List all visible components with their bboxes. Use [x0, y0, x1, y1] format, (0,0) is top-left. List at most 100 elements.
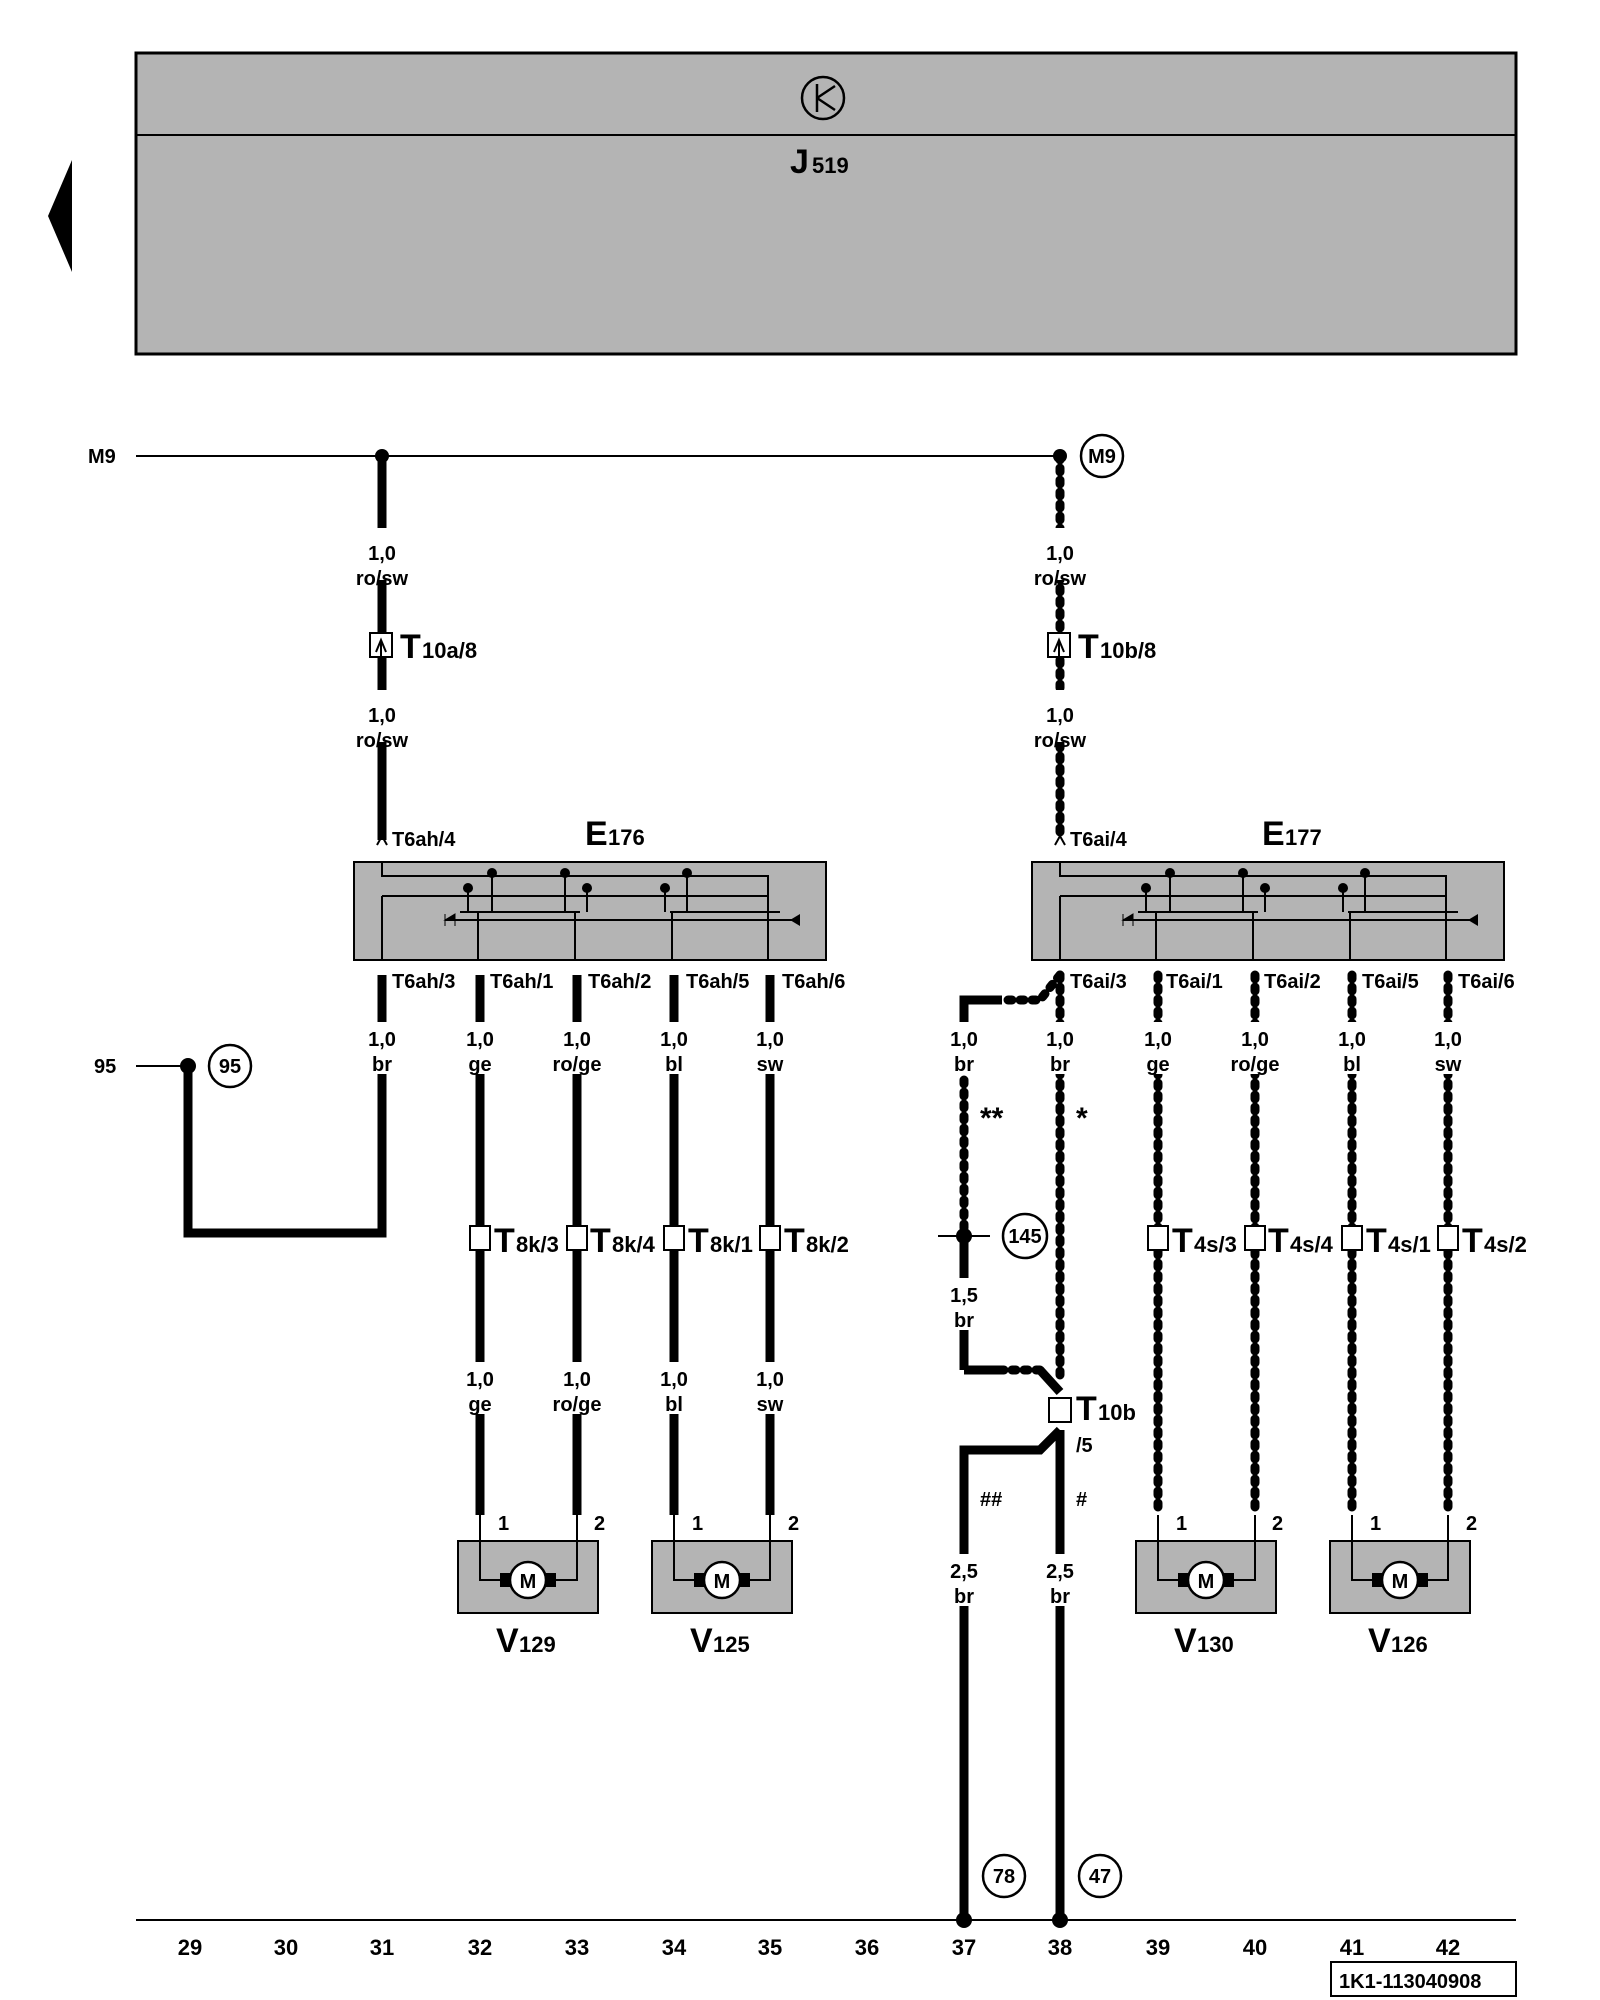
doc-id: 1K1-113040908	[1339, 1971, 1481, 1993]
connector-icon	[1341, 1225, 1363, 1251]
connector-sub: 4s/1	[1388, 1232, 1431, 1257]
wire-size: 1,0	[1434, 1029, 1462, 1051]
right-wire-labels: 1,0 ge 1,0 ro/ge 1,0 bl 1,0 sw	[1138, 1022, 1468, 1076]
connector-main: T	[688, 1222, 709, 1260]
connector-sub: 8k/4	[612, 1232, 656, 1257]
motor-pin: 2	[1466, 1513, 1477, 1535]
switch-box-e176	[353, 861, 827, 961]
right-supply-top-color: ro/sw	[1034, 568, 1087, 590]
connector-main: T	[1172, 1222, 1193, 1260]
motor-name: V	[496, 1622, 519, 1660]
motor-v129: M 1 2 V 129	[457, 1513, 605, 1660]
t10b-pin: /5	[1076, 1435, 1093, 1457]
motor-icon	[508, 1560, 548, 1600]
wire-color: br	[1050, 1586, 1070, 1608]
connector-icon	[1048, 1397, 1072, 1423]
left-supply-connector-main: T	[400, 628, 421, 666]
control-unit-j519: J 519	[134, 51, 1518, 356]
wire-size: 1,5	[950, 1285, 978, 1307]
connector-icon	[663, 1225, 685, 1251]
wire-color: br	[954, 1586, 974, 1608]
wire-size: 1,0	[1338, 1029, 1366, 1051]
connector-main: T	[784, 1222, 805, 1260]
wire-color: br	[1050, 1054, 1070, 1076]
wire-color: sw	[757, 1394, 784, 1416]
connector-sub: 8k/3	[516, 1232, 559, 1257]
footnote-double: **	[980, 1102, 1004, 1135]
wire-size: 1,0	[563, 1369, 591, 1391]
connector-icon	[566, 1225, 588, 1251]
motor-icon	[702, 1560, 742, 1600]
motor-sub: 130	[1197, 1632, 1234, 1657]
control-unit-name: J	[790, 143, 809, 181]
hash-double: ##	[980, 1489, 1002, 1511]
motor-pin: 2	[788, 1513, 799, 1535]
pin-label: T6ai/2	[1264, 971, 1321, 993]
wire-color: ge	[468, 1054, 491, 1076]
motor-name: V	[1368, 1622, 1391, 1660]
connector-sub: 8k/2	[806, 1232, 849, 1257]
motor-symbol: M	[1198, 1571, 1215, 1593]
switch-left-pins: T6ah/3 T6ah/1 T6ah/2 T6ah/5 T6ah/6	[392, 971, 845, 993]
left-supply-connector-sub: 10a/8	[422, 638, 477, 663]
switch-right-pins: T6ai/3 T6ai/1 T6ai/2 T6ai/5 T6ai/6	[1070, 971, 1515, 993]
motor-icon	[1380, 1560, 1420, 1600]
motor-sub: 129	[519, 1632, 556, 1657]
left-supply-pin: T6ah/4	[392, 829, 456, 851]
motor-pin: 1	[1176, 1513, 1187, 1535]
motor-pin: 1	[1370, 1513, 1381, 1535]
bus-ref-circle	[1079, 433, 1125, 479]
column-number: 36	[855, 1935, 879, 1960]
connector-main: T	[590, 1222, 611, 1260]
left-supply-top-color: ro/sw	[356, 568, 409, 590]
connector-icon	[759, 1225, 781, 1251]
switch-right-name: E	[1262, 815, 1285, 853]
pin-label: T6ai/5	[1362, 971, 1419, 993]
ground-label: 95	[94, 1056, 116, 1078]
pin-label: T6ai/6	[1458, 971, 1515, 993]
column-number: 40	[1243, 1935, 1267, 1960]
connector-icon	[1147, 1225, 1169, 1251]
wire-color: br	[372, 1054, 392, 1076]
wire-size: 1,0	[563, 1029, 591, 1051]
wire-size: 1,0	[660, 1369, 688, 1391]
right-supply-connector-main: T	[1078, 628, 1099, 666]
pin-label: T6ai/3	[1070, 971, 1127, 993]
wire-color: ro/ge	[1231, 1054, 1280, 1076]
right-supply-bottom-size: 1,0	[1046, 705, 1074, 727]
wire-color: sw	[1435, 1054, 1462, 1076]
column-number: 42	[1436, 1935, 1460, 1960]
ground-ref: 95	[219, 1056, 241, 1078]
left-connectors: T 8k/3 T 8k/4 T 8k/1 T 8k/2	[469, 1222, 849, 1260]
connector-icon	[1244, 1225, 1266, 1251]
wire-size: 1,0	[1046, 1029, 1074, 1051]
pin-label: T6ah/2	[588, 971, 651, 993]
bus-label: M9	[88, 446, 116, 468]
right-connectors: T 4s/3 T 4s/4 T 4s/1 T 4s/2	[1147, 1222, 1527, 1260]
motor-symbol: M	[714, 1571, 731, 1593]
left-supply-top-size: 1,0	[368, 543, 396, 565]
pin-label: T6ah/5	[686, 971, 749, 993]
motor-v126: M 1 2 V 126	[1329, 1513, 1477, 1660]
motor-sub: 125	[713, 1632, 750, 1657]
wire-size: 1,0	[660, 1029, 688, 1051]
column-number: 33	[565, 1935, 589, 1960]
column-number: 41	[1340, 1935, 1364, 1960]
t10b-main: T	[1076, 1390, 1097, 1428]
wire-color: ge	[1146, 1054, 1169, 1076]
wire-size: 1,0	[756, 1369, 784, 1391]
switch-right-sub: 177	[1285, 825, 1322, 850]
wire-color: sw	[757, 1054, 784, 1076]
column-number: 32	[468, 1935, 492, 1960]
ground-ref-47: 47	[1089, 1866, 1111, 1888]
column-numbers: 29 30 31 32 33 34 35 36 37 38 39 40 41 4…	[178, 1935, 1460, 1960]
motor-v125: M 1 2 V 125	[651, 1513, 799, 1660]
triangle-left-icon[interactable]	[48, 160, 72, 272]
right-supply-bottom-color: ro/sw	[1034, 730, 1087, 752]
left-wire-labels: 1,0 br 1,0 ge 1,0 ro/ge 1,0 bl 1,0 sw	[362, 1022, 790, 1076]
left-supply-bottom-size: 1,0	[368, 705, 396, 727]
connector-sub: 4s/4	[1290, 1232, 1334, 1257]
pin-label: T6ah/3	[392, 971, 455, 993]
pin-label: T6ah/1	[490, 971, 553, 993]
